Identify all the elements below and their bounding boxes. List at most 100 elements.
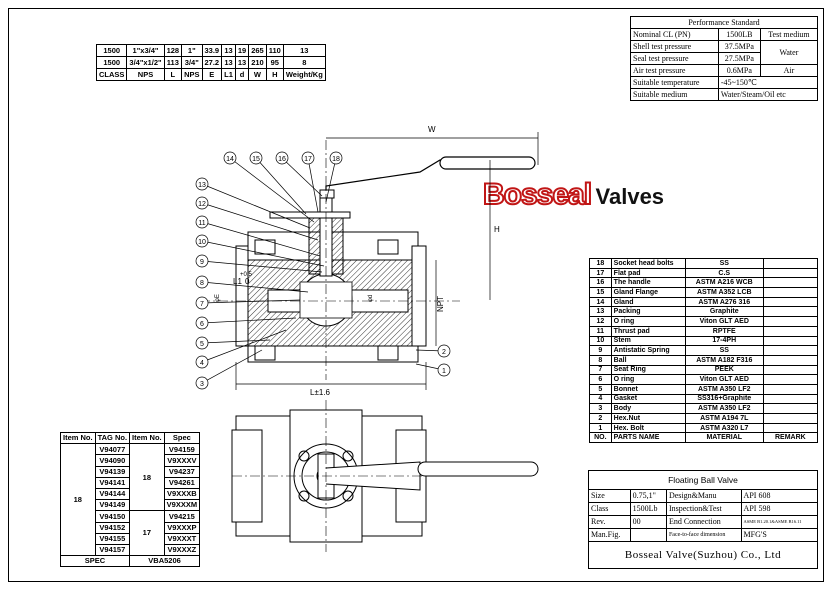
tag-row: V94157 V9XXXZ [61, 543, 201, 557]
part-name: Socket head bolts [610, 258, 686, 269]
part-remark [762, 277, 819, 289]
brand-word-bosseal: Bosseal [482, 177, 593, 212]
dim-cell: 27.2 [201, 56, 223, 69]
perf-value: 37.5MPa [717, 40, 761, 53]
dim-cell: 210 [248, 56, 267, 69]
perf-value: -45~150℃ [717, 76, 819, 89]
tag-no-cell: V94157 [94, 543, 131, 557]
part-material: Graphite [684, 306, 764, 318]
performance-title: Performance Standard [630, 16, 818, 29]
tag-header-cell: Item No. [60, 431, 96, 445]
tag-spec-cell: V9XXXM [163, 499, 201, 512]
dim-cell: 1" [181, 44, 203, 57]
tb-value: ASME B1.20.1&ASME B16.11 [740, 515, 819, 529]
part-remark [762, 296, 819, 308]
part-name: Thrust pad [610, 325, 686, 337]
drawing-frame [8, 8, 824, 582]
part-remark [762, 316, 819, 327]
tag-spec-cell: V94261 [163, 476, 201, 489]
tag-spec-cell: V94237 [163, 465, 201, 478]
dim-cell: 95 [265, 56, 284, 69]
tb-label: Face-to-face dimension [665, 528, 742, 542]
part-name: Gland [610, 296, 686, 308]
part-name: Gland Flange [610, 287, 686, 298]
part-no: 12 [589, 316, 612, 327]
part-remark [762, 287, 819, 298]
part-material: ASTM A320 L7 [684, 422, 764, 434]
parts-header-remark: REMARK [762, 432, 819, 444]
dim-cell: 1500 [95, 44, 128, 57]
part-name: Body [610, 403, 686, 414]
perf-value: 0.6MPa [717, 64, 761, 77]
brand-logo: Bosseal Valves [482, 177, 664, 212]
part-remark [762, 374, 819, 385]
part-material: ASTM A276 316 [684, 296, 764, 308]
part-name: Stem [610, 335, 686, 347]
tb-label: End Connection [665, 515, 742, 529]
tag-group-cell: 18 [129, 443, 165, 512]
part-material: ASTM A352 LCB [684, 287, 764, 298]
part-no: 15 [589, 287, 612, 298]
dim-header: E [201, 68, 223, 81]
perf-medium: Water [759, 40, 819, 65]
part-material: SS316+Graphite [684, 393, 764, 405]
part-remark [762, 422, 819, 434]
dim-cell: 110 [265, 44, 284, 57]
tb-label: Size [588, 489, 631, 503]
part-no: 5 [589, 383, 612, 395]
part-name: Bonnet [610, 383, 686, 395]
dim-cell: 13 [234, 56, 250, 69]
tb-value: API 598 [740, 502, 819, 516]
part-material: SS [684, 345, 764, 356]
dim-header: W [248, 68, 267, 81]
tag-no-cell: V94144 [94, 487, 131, 501]
part-name: O ring [610, 374, 686, 385]
part-remark [762, 267, 819, 279]
perf-label: Shell test pressure [630, 40, 719, 53]
dim-cell: 1500 [95, 56, 128, 69]
tag-spec-cell: V9XXXV [163, 454, 201, 467]
performance-table: Performance Standard Nominal CL (PN)1500… [630, 16, 819, 101]
part-material: 17-4PH [684, 335, 764, 347]
tb-value: 1500Lb [629, 502, 667, 516]
tag-spec-cell: V9XXXT [163, 532, 201, 545]
tag-spec-cell: V94215 [163, 510, 201, 523]
part-remark [762, 258, 819, 269]
tb-label: Class [588, 502, 631, 516]
perf-medium: Test medium [759, 28, 819, 41]
tag-no-cell: V94149 [94, 499, 131, 512]
tag-spec-value: VBA5206 [129, 555, 201, 568]
tb-value: 00 [629, 515, 667, 529]
tag-no-cell: V94155 [94, 532, 131, 545]
tag-header-cell: TAG No. [94, 431, 131, 445]
tag-spec-cell: V9XXXZ [163, 543, 201, 557]
part-material: ASTM A350 LF2 [684, 403, 764, 414]
part-no: 11 [589, 325, 612, 337]
part-remark [762, 354, 819, 366]
part-name: O ring [610, 316, 686, 327]
dim-cell: 13 [282, 44, 326, 57]
part-no: 7 [589, 364, 612, 376]
tag-spec-cell: V9XXXP [163, 521, 201, 534]
tb-label: Inspection&Test [665, 502, 742, 516]
perf-label: Air test pressure [630, 64, 719, 77]
perf-label: Suitable temperature [630, 76, 719, 89]
part-remark [762, 364, 819, 376]
tag-row: V94155 V9XXXT [61, 532, 201, 545]
perf-value: 27.5MPa [717, 52, 761, 65]
dim-header: H [265, 68, 284, 81]
part-name: Packing [610, 306, 686, 318]
